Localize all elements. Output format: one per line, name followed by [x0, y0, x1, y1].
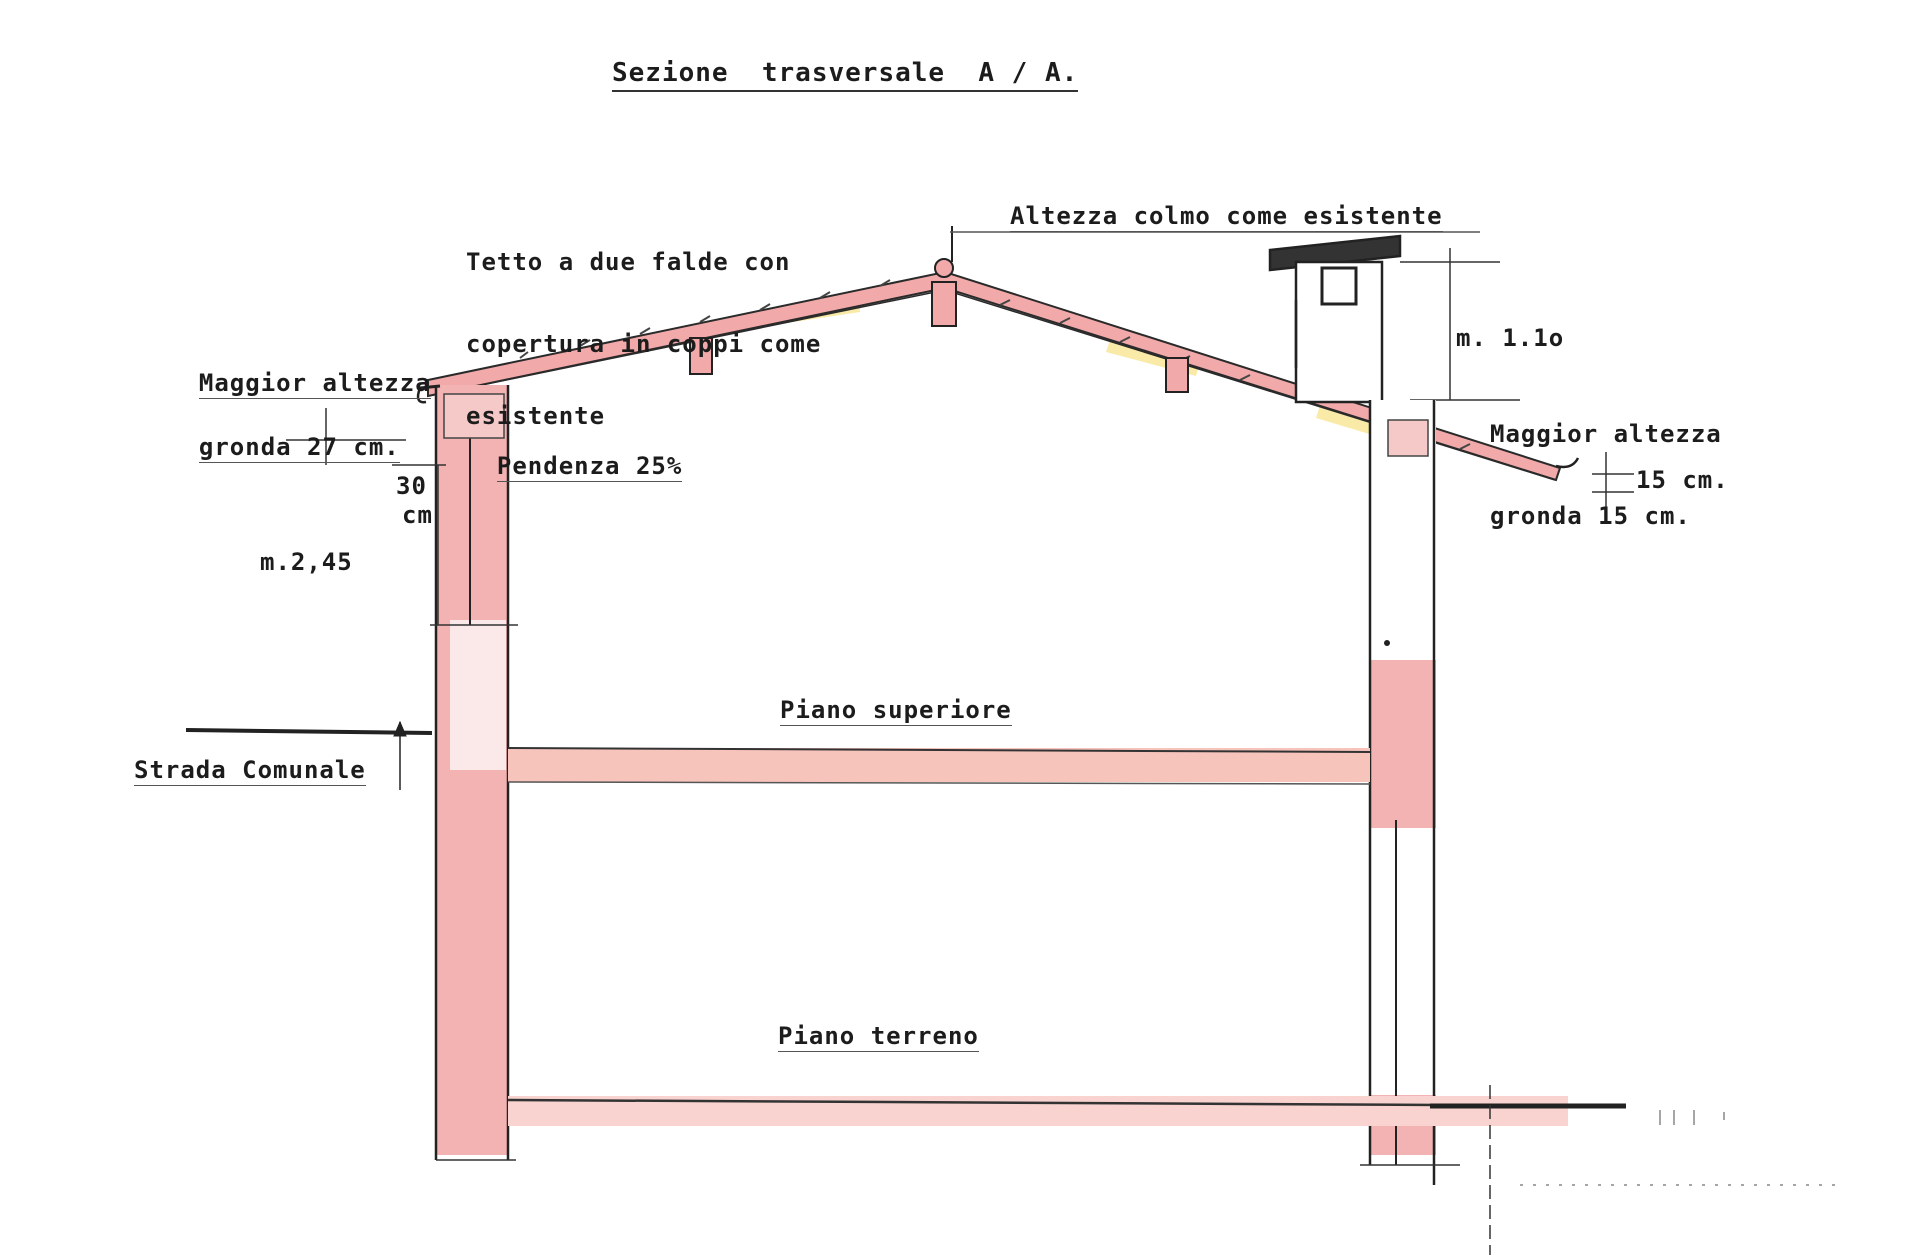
- ridge-note: Altezza colmo come esistente: [1010, 203, 1443, 233]
- ridge-ornament: [931, 226, 957, 327]
- right-eave-line1: Maggior altezza: [1490, 420, 1722, 449]
- upper-floor-label: Piano superiore: [780, 697, 1012, 727]
- right-eave-note: Maggior altezza gronda 15 cm.: [1490, 372, 1722, 554]
- roof-note-line4: Pendenza 25%: [496, 453, 683, 483]
- right-eave-dimension-label: 15 cm.: [1636, 466, 1729, 494]
- left-wall: [419, 384, 510, 1160]
- chimney: [1268, 234, 1402, 404]
- ground-slab: [507, 1085, 1626, 1255]
- roof-note-line2: copertura in coppi come: [466, 329, 822, 358]
- dim-cm: cm: [402, 501, 433, 529]
- right-eave-line2: gronda 15 cm.: [1490, 501, 1691, 530]
- right-eave-dimension: [1592, 452, 1634, 510]
- left-dimensions: [286, 408, 518, 1161]
- roof-note-line3: esistente: [466, 401, 606, 430]
- road: [185, 720, 433, 790]
- gutters: [416, 387, 1580, 469]
- drawing-title: Sezione trasversale A / A.: [612, 59, 1079, 93]
- roof-note-line1: Tetto a due falde con: [466, 248, 791, 277]
- roof-note: Tetto a due falde con copertura in coppi…: [466, 200, 822, 483]
- wall-height-label: m.2,45: [260, 548, 353, 576]
- ground-floor-label: Piano terreno: [778, 1023, 979, 1053]
- faded-marks: [1520, 1110, 1840, 1186]
- upper-slab: [507, 747, 1371, 785]
- dim-30: 30: [396, 472, 427, 500]
- right-wall: [1368, 400, 1436, 1185]
- left-eave-line1: Maggior altezza: [198, 371, 431, 400]
- left-eave-line2: gronda 27 cm.: [198, 434, 400, 463]
- road-label: Strada Comunale: [134, 757, 366, 787]
- chimney-height: m. 1.1o: [1456, 324, 1565, 352]
- left-eave-note: Maggior altezza gronda 27 cm.: [168, 346, 431, 463]
